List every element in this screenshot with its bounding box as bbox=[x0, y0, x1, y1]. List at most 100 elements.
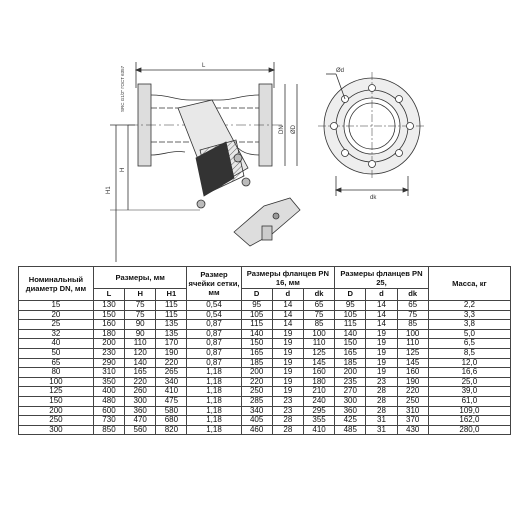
subheader-H: H bbox=[124, 288, 157, 301]
cell-H: 165 bbox=[124, 367, 157, 378]
cell-pn16-dk: 125 bbox=[302, 347, 336, 359]
cell-pn25-D: 270 bbox=[334, 386, 367, 397]
spec-table: Номинальный диаметр DN, мм Размеры, мм Р… bbox=[18, 266, 512, 436]
dim-label-H: H bbox=[120, 168, 126, 172]
cell-pn25-d: 28 bbox=[365, 386, 398, 397]
cell-pn16-D: 460 bbox=[240, 424, 273, 436]
cell-pn25-d: 14 bbox=[365, 300, 398, 311]
cell-pn16-dk: 160 bbox=[302, 367, 336, 378]
cell-H: 560 bbox=[124, 424, 157, 436]
cell-H1: 680 bbox=[155, 415, 188, 426]
cell-pn16-d: 14 bbox=[271, 319, 304, 330]
cell-pn16-dk: 240 bbox=[302, 395, 336, 407]
cell-dn: 15 bbox=[18, 300, 94, 311]
cell-pn25-D: 200 bbox=[334, 367, 367, 378]
subheader-L: L bbox=[92, 288, 126, 301]
cell-dn: 50 bbox=[18, 347, 94, 359]
cell-pn25-D: 485 bbox=[334, 424, 367, 436]
cell-H: 120 bbox=[124, 347, 157, 359]
cell-pn16-D: 250 bbox=[240, 386, 273, 397]
cell-pn16-D: 200 bbox=[240, 367, 273, 378]
cell-pn16-dk: 355 bbox=[302, 415, 336, 426]
cell-H1: 115 bbox=[155, 300, 188, 311]
cell-mesh: 1,18 bbox=[186, 386, 242, 397]
cell-L: 160 bbox=[92, 319, 126, 330]
cell-mass: 280,0 bbox=[427, 424, 512, 436]
strainer-drawing: L H1 H DN ØD SRC G1/2" ГОСТ 6357 dk Ød bbox=[106, 62, 426, 262]
cell-H: 260 bbox=[124, 386, 157, 397]
cell-mesh: 1,18 bbox=[186, 415, 242, 426]
side-view bbox=[110, 62, 301, 262]
cell-mass: 162,0 bbox=[427, 415, 512, 426]
cell-mass: 2,2 bbox=[427, 300, 512, 311]
cell-L: 480 bbox=[92, 395, 126, 407]
cell-dn: 150 bbox=[18, 395, 94, 407]
cell-H: 90 bbox=[124, 319, 157, 330]
subheader-pn16-D: D bbox=[240, 288, 273, 301]
header-sizes: Размеры, мм bbox=[92, 266, 188, 289]
cell-pn16-dk: 410 bbox=[302, 424, 336, 436]
cell-pn16-d: 23 bbox=[271, 395, 304, 407]
cell-dn: 300 bbox=[18, 424, 94, 436]
cell-pn16-dk: 65 bbox=[302, 300, 336, 311]
cell-mesh: 0,54 bbox=[186, 300, 242, 311]
cell-H1: 410 bbox=[155, 386, 188, 397]
cell-pn25-d: 19 bbox=[365, 347, 398, 359]
cell-pn25-D: 115 bbox=[334, 319, 367, 330]
subheader-H1: H1 bbox=[155, 288, 188, 301]
cell-pn16-D: 165 bbox=[240, 347, 273, 359]
cell-H1: 475 bbox=[155, 395, 188, 407]
cell-dn: 80 bbox=[18, 367, 94, 378]
cell-pn25-D: 95 bbox=[334, 300, 367, 311]
cell-L: 400 bbox=[92, 386, 126, 397]
cell-pn25-dk: 160 bbox=[396, 367, 429, 378]
cell-pn16-D: 115 bbox=[240, 319, 273, 330]
cell-mesh: 1,18 bbox=[186, 395, 242, 407]
cell-L: 730 bbox=[92, 415, 126, 426]
cell-pn25-dk: 250 bbox=[396, 395, 429, 407]
cell-pn16-d: 28 bbox=[271, 415, 304, 426]
cell-pn25-dk: 430 bbox=[396, 424, 429, 436]
cell-pn25-d: 14 bbox=[365, 319, 398, 330]
header-mesh: Размер ячейки сетки, мм bbox=[186, 266, 242, 301]
dim-label-DN: DN bbox=[279, 125, 285, 134]
subheader-pn25-dk: dk bbox=[396, 288, 429, 301]
subheader-pn25-d: d bbox=[365, 288, 398, 301]
cell-pn25-dk: 85 bbox=[396, 319, 429, 330]
cell-pn25-dk: 125 bbox=[396, 347, 429, 359]
cell-pn25-D: 165 bbox=[334, 347, 367, 359]
cell-pn16-D: 95 bbox=[240, 300, 273, 311]
cell-H: 470 bbox=[124, 415, 157, 426]
cell-pn25-D: 300 bbox=[334, 395, 367, 407]
cell-H1: 135 bbox=[155, 319, 188, 330]
cell-mass: 39,0 bbox=[427, 386, 512, 397]
cell-mesh: 0,87 bbox=[186, 319, 242, 330]
cell-pn25-d: 28 bbox=[365, 395, 398, 407]
cell-dn: 125 bbox=[18, 386, 94, 397]
cell-mesh: 1,18 bbox=[186, 367, 242, 378]
cell-pn16-d: 19 bbox=[271, 347, 304, 359]
cell-pn16-d: 28 bbox=[271, 424, 304, 436]
cell-pn25-dk: 220 bbox=[396, 386, 429, 397]
subheader-pn25-D: D bbox=[334, 288, 367, 301]
dim-label-Od: Ød bbox=[336, 68, 344, 74]
cell-pn16-d: 14 bbox=[271, 300, 304, 311]
header-mass: Масса, кг bbox=[427, 266, 512, 301]
cell-mass: 16,6 bbox=[427, 367, 512, 378]
header-pn16: Размеры фланцев PN 16, мм bbox=[240, 266, 336, 289]
flange-view bbox=[318, 72, 426, 196]
thread-label: SRC G1/2" ГОСТ 6357 bbox=[120, 65, 125, 112]
cell-pn25-dk: 65 bbox=[396, 300, 429, 311]
cell-pn25-D: 425 bbox=[334, 415, 367, 426]
cell-pn25-dk: 370 bbox=[396, 415, 429, 426]
subheader-pn16-dk: dk bbox=[302, 288, 336, 301]
cell-L: 310 bbox=[92, 367, 126, 378]
